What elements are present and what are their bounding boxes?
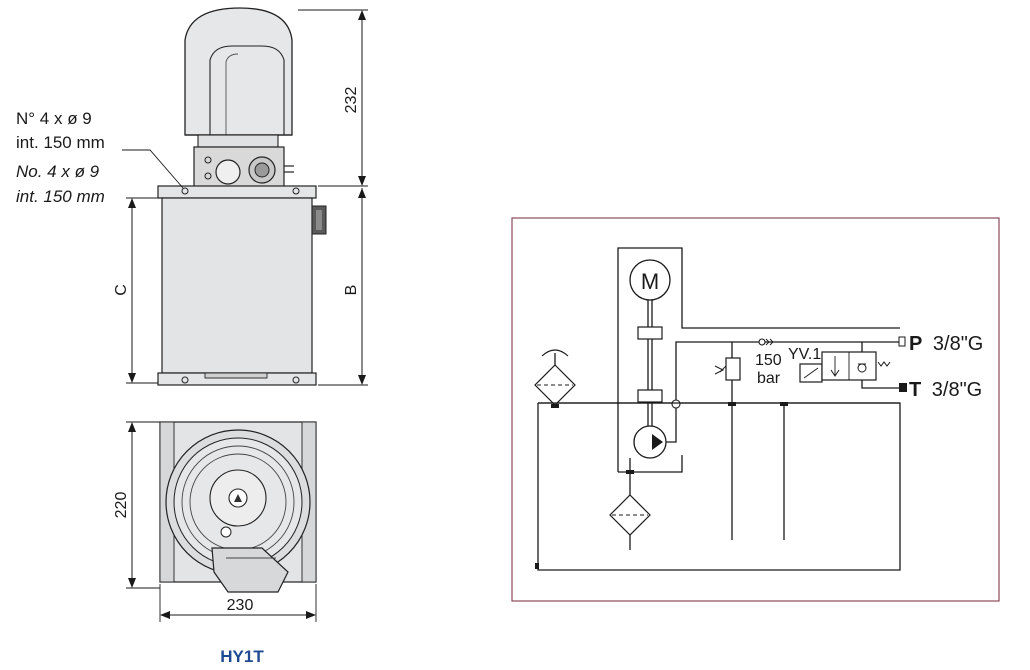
mount-note-line4: int. 150 mm xyxy=(16,187,105,206)
port-t-label: T 3/8"G xyxy=(909,379,982,401)
mount-note-line1: N° 4 x ø 9 xyxy=(16,109,92,128)
relief-pressure-value: 150 xyxy=(755,352,782,369)
port-t-letter: T xyxy=(909,379,921,401)
mount-note-leader xyxy=(122,149,184,189)
dimension-width: 230 xyxy=(159,584,317,622)
port-labels: P 3/8"G T 3/8"G xyxy=(909,333,983,401)
dimension-width-label: 230 xyxy=(227,597,254,614)
motor-symbol xyxy=(629,259,671,301)
dimension-tank-height-label: B xyxy=(343,285,360,296)
dimension-depth-label: 220 xyxy=(113,492,130,519)
schematic-frame xyxy=(511,217,1000,602)
dimension-body-height-label: C xyxy=(113,284,130,296)
dimension-body-height: C xyxy=(113,197,162,384)
motor-label: M xyxy=(641,269,659,294)
port-p-spec: 3/8"G xyxy=(933,333,983,355)
tank-outline xyxy=(537,402,901,571)
relief-pressure-unit: bar xyxy=(757,370,781,387)
relief-valve-symbol xyxy=(725,357,741,381)
dimension-motor-height-label: 232 xyxy=(343,87,360,114)
top-view xyxy=(159,421,317,593)
mount-note: N° 4 x ø 9 int. 150 mm No. 4 x ø 9 int. … xyxy=(16,109,105,206)
port-p-letter: P xyxy=(909,333,922,355)
port-t-spec: 3/8"G xyxy=(932,379,982,401)
model-label: HY1T xyxy=(220,647,264,666)
side-view xyxy=(157,7,327,386)
dimension-tank-height: B xyxy=(318,188,368,386)
dimension-motor-height: 232 xyxy=(298,9,368,187)
valve-label: YV.1 xyxy=(788,346,821,363)
motor-pump-enclosure xyxy=(617,247,900,472)
port-p-label: P 3/8"G xyxy=(909,333,983,355)
hydraulic-schematic: M 150 bar xyxy=(511,217,1000,602)
mount-note-line3: No. 4 x ø 9 xyxy=(16,162,100,181)
mount-note-line2: int. 150 mm xyxy=(16,133,105,152)
directional-valve-symbol xyxy=(821,351,891,381)
dimension-depth: 220 xyxy=(113,421,160,589)
